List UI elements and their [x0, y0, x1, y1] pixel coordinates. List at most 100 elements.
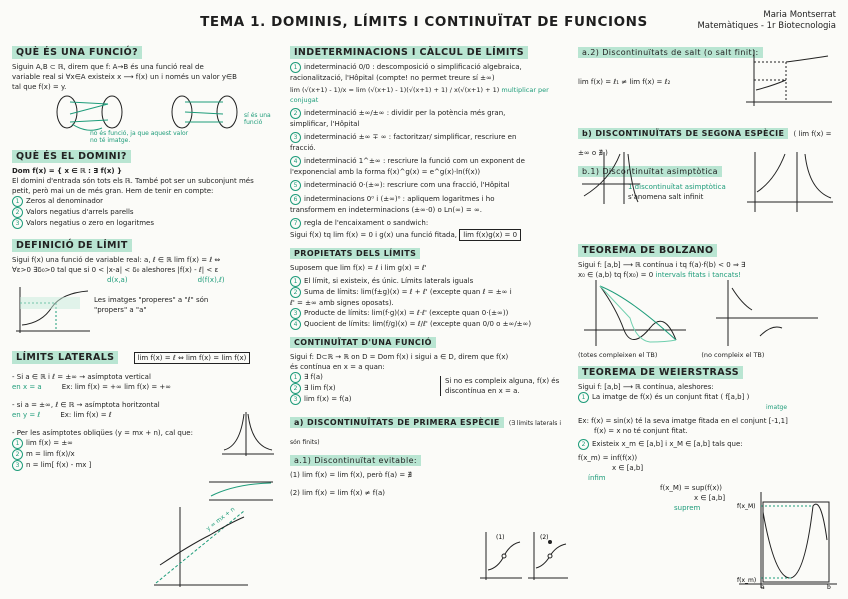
- number-7-icon: 7: [290, 218, 301, 229]
- number-4-icon: 4: [290, 319, 301, 330]
- prop-0: Suposem que lim f(x) = ℓ i lim g(x) = ℓ': [290, 264, 427, 272]
- bolzano-captions: (totes compleixen el TB)(no compleix el …: [578, 351, 765, 359]
- salt-eq: lim f(x) = ℓ₁ ≠ lim f(x) = ℓ₂: [578, 78, 671, 86]
- section-limits-laterals: LÍMITS LATERALS: [12, 351, 119, 364]
- bolzano-graph-invalid: [716, 280, 818, 346]
- number-1-icon: 1: [12, 196, 23, 207]
- number-2-icon: 2: [12, 207, 23, 218]
- evitable-graph-label-2: (2): [540, 534, 549, 541]
- number-3-icon: 3: [290, 308, 301, 319]
- section-salt: a.2) Discontinuïtats de salt (o salt fin…: [578, 47, 763, 58]
- domini-def: Dom f(x) = { x ∈ ℝ : ∃ f(x) }: [12, 167, 123, 175]
- weier-inf-label: ínfim: [588, 474, 606, 482]
- column-1: QUÈ ÉS UNA FUNCIÓ? Siguin A,B ⊂ ℝ, direm…: [12, 40, 282, 471]
- sandwich-box: lim f(x)g(x) = 0: [459, 229, 522, 241]
- indet-1b: racionalització, l'Hôpital (compte! no p…: [290, 74, 495, 82]
- number-3-icon: 3: [12, 218, 23, 229]
- primera-especie-sub: (∃ límits laterals i són finits): [290, 420, 561, 446]
- section-propietats: PROPIETATS DELS LÍMITS: [290, 248, 421, 259]
- section-continuitat: CONTINUÏTAT D'UNA FUNCIÓ: [290, 337, 436, 348]
- section-bolzano: TEOREMA DE BOLZANO: [578, 244, 718, 257]
- number-5-icon: 5: [290, 180, 301, 191]
- section-weierstrass: TEOREMA DE WEIERSTRASS: [578, 366, 744, 379]
- number-2-icon: 2: [290, 108, 301, 119]
- section-primera-especie: a) DISCONTINUÏTATS DE PRIMERA ESPÈCIE: [290, 417, 504, 428]
- number-3-icon: 3: [12, 460, 23, 471]
- number-1-icon: 1: [290, 62, 301, 73]
- asimptota-vertical: - Si a ∈ ℝ i ℓ = ±∞ → asímptota vertical: [12, 373, 151, 381]
- primera-especie-header: a) DISCONTINUÏTATS DE PRIMERA ESPÈCIE (∃…: [290, 410, 570, 448]
- funcio-text-2: variable real si ∀x∈A existeix x ⟶ f(x) …: [12, 73, 237, 81]
- cont-2: 2∃ lim f(x): [290, 383, 570, 394]
- cont-note: Si no es compleix alguna, f(x) és discon…: [440, 376, 570, 396]
- weier-sup: f(x_M) = sup(f(x)): [660, 484, 722, 492]
- weier-ex-2: f(x) = x no té conjunt fitat.: [594, 427, 688, 435]
- evitable-1: (1) lim f(x) = lim f(x), però f(a) = ∄: [290, 471, 412, 479]
- evitable-graphs: (1) (2): [480, 532, 568, 580]
- weier-graph-b: b: [827, 584, 831, 590]
- limit-text-1: Sigui f(x) una funció de variable real: …: [12, 256, 221, 264]
- funcio-text-1: Siguin A,B ⊂ ℝ, direm que f: A→B és una …: [12, 63, 204, 71]
- cont-0b: és contínua en x = a quan:: [290, 363, 385, 371]
- number-3-icon: 3: [290, 394, 301, 405]
- funcio-text-3: tal que f(x) = y.: [12, 83, 67, 91]
- salt-graph: [746, 50, 832, 106]
- limit-text-2: ∀ε>0 ∃δ₀>0 tal que si 0 < |x-a| < δ₀ ale…: [12, 266, 219, 274]
- number-2-icon: 2: [578, 439, 589, 450]
- funcio-note-no: no és funció, ja que aquest valor no té …: [90, 130, 189, 144]
- segona-especie-header: b) DISCONTINUÏTATS DE SEGONA ESPÈCIE ( l…: [578, 121, 840, 159]
- indet-4b: l'exponencial amb la forma f(x)^g(x) = e…: [290, 168, 481, 176]
- prop-2b: ℓ' = ±∞ amb signes oposats).: [290, 299, 394, 307]
- weier-sup-2: x ∈ [a,b]: [694, 494, 726, 502]
- vertical-asymptote-graph: [222, 412, 274, 456]
- funcio-note-yes: sí és una funció: [244, 112, 271, 126]
- asimptota-obliqua: - Per les asímptotes obliqües (y = mx + …: [12, 429, 193, 437]
- section-definicio-limit: DEFINICIÓ DE LÍMIT: [12, 239, 132, 252]
- number-3-icon: 3: [290, 132, 301, 143]
- limit-graph: [16, 287, 90, 333]
- indet-1-eq: lim (√(x+1) - 1)/x = lim (√(x+1) - 1)(√(…: [290, 86, 549, 104]
- asimptota-horitzontal: - si a = ±∞, ℓ ∈ ℝ → asímptota horitzont…: [12, 401, 160, 409]
- section-que-es-domini: QUÈ ÉS EL DOMINI?: [12, 150, 131, 163]
- course-name: Matemàtiques - 1r Biotecnologia: [697, 21, 836, 31]
- bolzano-graph-valid: [584, 280, 686, 346]
- domini-text-2: petit, però mai un de més gran. Hem de t…: [12, 187, 214, 195]
- number-1-icon: 1: [290, 276, 301, 287]
- asimptotica-graph-1: [582, 152, 640, 204]
- number-1-icon: 1: [12, 438, 23, 449]
- bolzano-2: x₀ ∈ (a,b) tq f(x₀) = 0 intervals fitats…: [578, 271, 742, 279]
- evitable-2: (2) lim f(x) = lim f(x) ≠ f(a): [290, 489, 385, 497]
- weier-imatge-label: imatge: [766, 404, 788, 411]
- author-name: Maria Montserrat: [763, 10, 836, 20]
- horizontal-asymptote-graph: [209, 481, 273, 501]
- number-2-icon: 2: [290, 383, 301, 394]
- section-que-es-funcio: QUÈ ÉS UNA FUNCIÓ?: [12, 46, 142, 59]
- weier-sup-label: suprem: [674, 504, 701, 512]
- weierstrass-graph: f(x_M) f(x_m) a b: [737, 492, 837, 590]
- section-asimptotica: b.1) Discontinuïtat asimptòtica: [578, 166, 722, 177]
- weier-inf: f(x_m) = inf(f(x)): [578, 454, 638, 462]
- section-evitable: a.1) Discontinuïtat evitable:: [290, 455, 421, 466]
- bolzano-1: Sigui f: [a,b] ⟶ ℝ contínua i tq f(a)·f(…: [578, 261, 746, 269]
- cont-1: 1∃ f(a): [290, 372, 570, 383]
- indet-2b: simplificar, l'Hôpital: [290, 120, 360, 128]
- laterals-header: LÍMITS LATERALS lim f(x) = ℓ ⇔ lim f(x) …: [12, 345, 282, 364]
- asimptotica-graph-2: [747, 152, 833, 212]
- indet-7b: Sigui f(x) tq lim f(x) = 0 i g(x) una fu…: [290, 229, 570, 241]
- weier-ex: Ex: f(x) = sin(x) té la seva imatge fita…: [578, 417, 788, 425]
- weier-graph-fmax: f(x_M): [737, 503, 756, 510]
